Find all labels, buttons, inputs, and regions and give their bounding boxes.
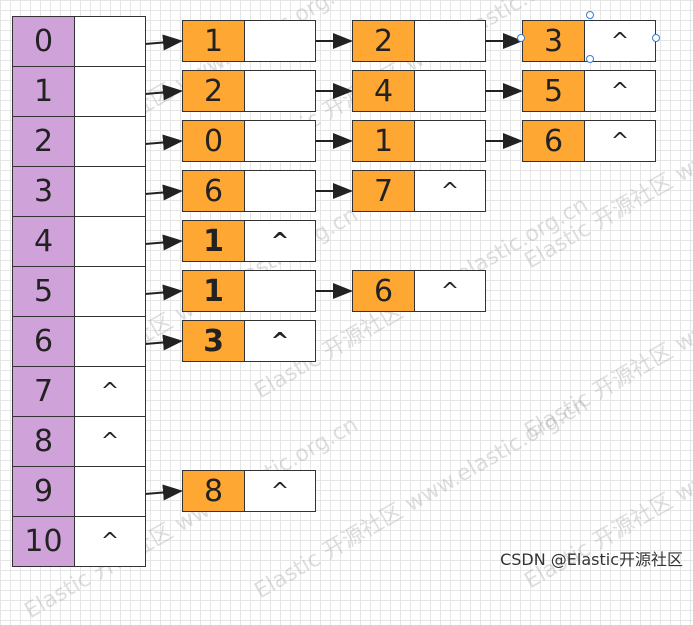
node-next-pointer <box>414 120 486 162</box>
bucket-index: 7 <box>12 366 75 417</box>
bucket-pointer <box>74 316 146 367</box>
selection-handle[interactable] <box>652 34 660 42</box>
node-next-pointer <box>244 20 316 62</box>
node-value: 6 <box>522 120 585 162</box>
node-value: 1 <box>182 20 245 62</box>
node-next-pointer <box>244 270 316 312</box>
node-value: 3 <box>182 320 245 362</box>
node-value: 6 <box>182 170 245 212</box>
node-null-pointer: ^ <box>584 70 656 112</box>
bucket-index: 0 <box>12 16 75 67</box>
bucket-pointer <box>74 16 146 67</box>
bucket-pointer <box>74 266 146 317</box>
bucket-pointer <box>74 216 146 267</box>
bucket-arrow <box>144 334 183 351</box>
bucket-index: 4 <box>12 216 75 267</box>
node-null-pointer: ^ <box>244 320 316 362</box>
footer-credit: CSDN @Elastic开源社区 <box>500 550 683 569</box>
bucket-arrow <box>144 134 183 151</box>
bucket-index: 1 <box>12 66 75 117</box>
selection-handle[interactable] <box>586 11 594 19</box>
node-null-pointer: ^ <box>414 170 486 212</box>
node-value: 7 <box>352 170 415 212</box>
bucket-arrow <box>144 184 183 201</box>
bucket-index: 2 <box>12 116 75 167</box>
bucket-arrow <box>144 234 183 251</box>
bucket-pointer: ^ <box>74 516 146 567</box>
bucket-pointer <box>74 166 146 217</box>
bucket-pointer <box>74 466 146 517</box>
node-value: 5 <box>522 70 585 112</box>
node-next-pointer <box>244 170 316 212</box>
node-next-pointer <box>414 20 486 62</box>
bucket-pointer: ^ <box>74 416 146 467</box>
node-value: 1 <box>182 270 245 312</box>
node-null-pointer: ^ <box>414 270 486 312</box>
bucket-pointer: ^ <box>74 366 146 417</box>
bucket-index: 5 <box>12 266 75 317</box>
bucket-pointer <box>74 66 146 117</box>
bucket-arrow <box>144 284 183 301</box>
bucket-index: 3 <box>12 166 75 217</box>
node-value: 6 <box>352 270 415 312</box>
bucket-index: 6 <box>12 316 75 367</box>
node-value: 2 <box>182 70 245 112</box>
node-next-pointer <box>244 120 316 162</box>
selection-handle[interactable] <box>586 55 594 63</box>
bucket-index: 9 <box>12 466 75 517</box>
node-value: 4 <box>352 70 415 112</box>
node-value: 1 <box>352 120 415 162</box>
node-null-pointer: ^ <box>244 470 316 512</box>
node-value: 3 <box>522 20 585 62</box>
bucket-arrow <box>144 484 183 501</box>
selection-handle[interactable] <box>517 34 525 42</box>
bucket-index: 8 <box>12 416 75 467</box>
node-null-pointer: ^ <box>584 20 656 62</box>
node-next-pointer <box>414 70 486 112</box>
bucket-arrow <box>144 34 183 51</box>
node-value: 0 <box>182 120 245 162</box>
bucket-arrow <box>144 84 183 101</box>
node-value: 1 <box>182 220 245 262</box>
bucket-index: 10 <box>12 516 75 567</box>
node-value: 2 <box>352 20 415 62</box>
bucket-pointer <box>74 116 146 167</box>
node-value: 8 <box>182 470 245 512</box>
node-null-pointer: ^ <box>584 120 656 162</box>
node-null-pointer: ^ <box>244 220 316 262</box>
node-next-pointer <box>244 70 316 112</box>
